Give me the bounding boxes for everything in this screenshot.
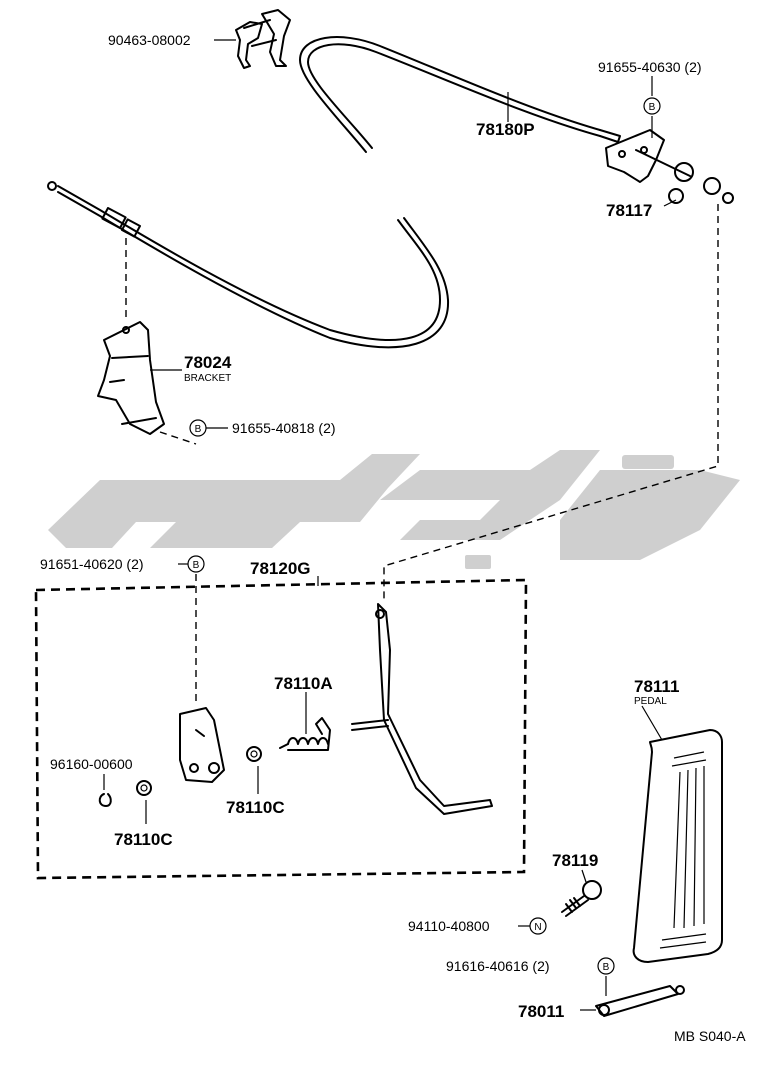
label-91655-630: 91655-40630 (2) xyxy=(598,59,702,75)
bushing-78110C-left xyxy=(136,780,152,796)
pivot-bracket xyxy=(179,707,225,783)
cable-end-bracket xyxy=(605,129,734,204)
label-78180P: 78180P xyxy=(476,120,535,139)
label-91655-818: 91655-40818 (2) xyxy=(232,420,336,436)
label-90463: 90463-08002 xyxy=(108,32,191,48)
diagram-code: MB S040-A xyxy=(674,1028,746,1044)
accelerator-arm xyxy=(351,603,493,815)
marker-b-91651: B xyxy=(187,555,205,573)
pedal-78111 xyxy=(632,729,723,963)
label-78024: 78024 xyxy=(184,353,232,372)
label-91651: 91651-40620 (2) xyxy=(40,556,144,572)
label-pedal: PEDAL xyxy=(634,696,667,707)
bracket-78024 xyxy=(97,321,165,435)
label-78119: 78119 xyxy=(552,851,598,870)
svg-text:B: B xyxy=(193,560,200,571)
svg-text:N: N xyxy=(534,922,541,933)
e-clip-96160 xyxy=(98,793,112,807)
cable-clip xyxy=(235,9,291,69)
svg-text:B: B xyxy=(649,102,656,113)
label-78117: 78117 xyxy=(606,201,652,220)
bolt-78119 xyxy=(561,880,602,917)
marker-b-91655-818: B xyxy=(189,419,207,437)
svg-text:B: B xyxy=(603,962,610,973)
assembly-frame-78120G xyxy=(34,578,528,880)
label-94110: 94110-40800 xyxy=(408,918,490,934)
throttle-cable-78180P xyxy=(47,36,621,349)
label-bracket: BRACKET xyxy=(184,373,231,384)
marker-b-91655-630: B xyxy=(643,97,661,115)
svg-text:B: B xyxy=(195,424,202,435)
leader-78117 xyxy=(663,199,677,207)
label-78011: 78011 xyxy=(518,1002,564,1021)
return-spring-78110A xyxy=(279,717,331,751)
watermark-logo xyxy=(48,450,740,569)
label-91616: 91616-40616 (2) xyxy=(446,958,550,974)
pin-78011 xyxy=(595,985,685,1017)
label-96160: 96160-00600 xyxy=(50,756,133,772)
label-78110A: 78110A xyxy=(274,674,333,693)
bushing-78110C-right xyxy=(246,746,262,762)
marker-n-94110: N xyxy=(529,917,547,935)
label-78111: 78111 xyxy=(634,677,679,696)
leader-78111 xyxy=(641,705,663,741)
leader-78119 xyxy=(581,869,587,883)
label-78110C-right: 78110C xyxy=(226,798,285,817)
label-78110C-left: 78110C xyxy=(114,830,173,849)
marker-b-91616: B xyxy=(597,957,615,975)
label-78120G: 78120G xyxy=(250,559,311,578)
dashed-guide-78024 xyxy=(159,431,197,445)
